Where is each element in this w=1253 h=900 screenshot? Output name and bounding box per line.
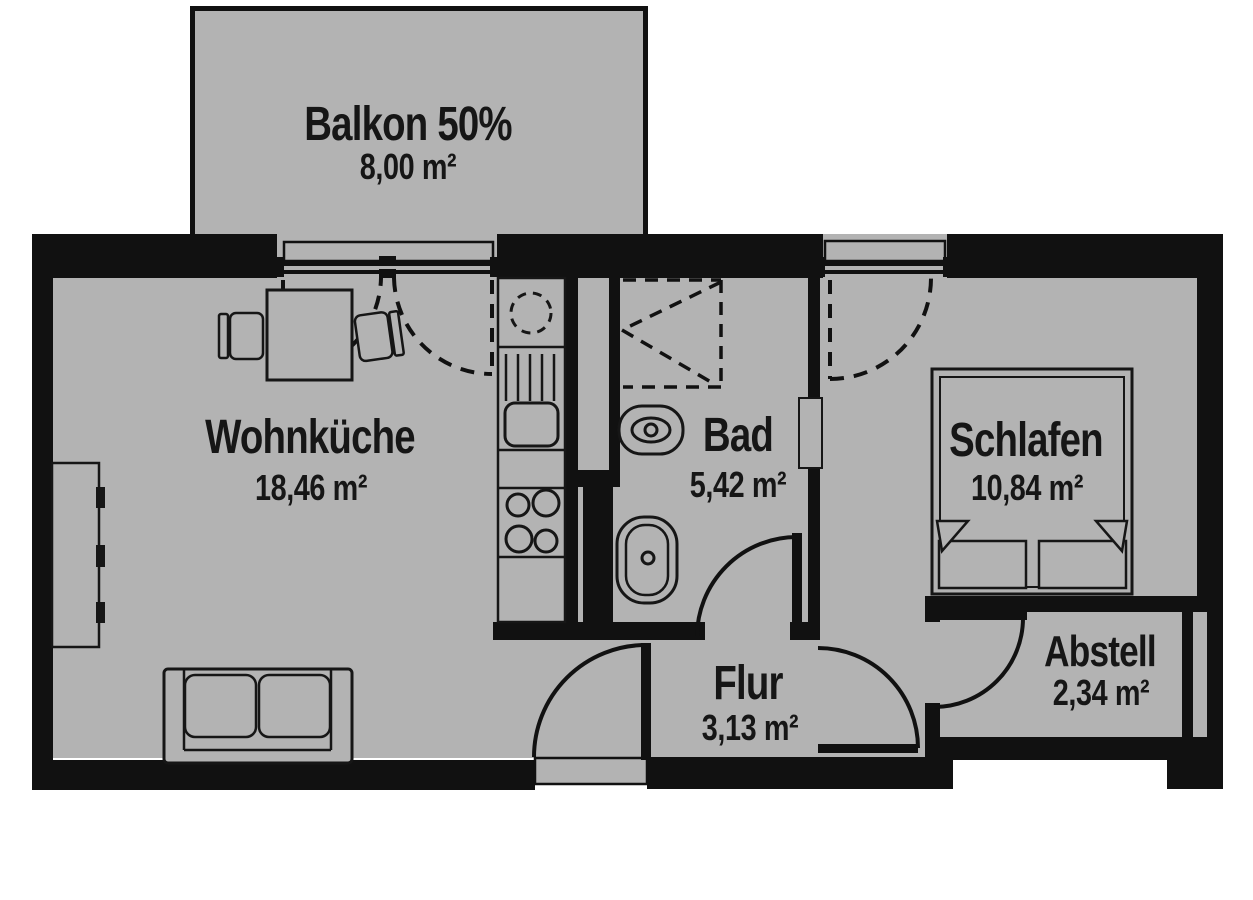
wall-bad-left-lower bbox=[583, 487, 613, 622]
sink-basin bbox=[503, 401, 560, 448]
sideboard-handle bbox=[96, 487, 105, 508]
sideboard-handle bbox=[96, 545, 105, 567]
schlafen-window-swing bbox=[829, 277, 933, 381]
window-mullion bbox=[379, 256, 396, 266]
bathtub-drain bbox=[640, 550, 656, 566]
cooktop bbox=[504, 488, 561, 554]
burner bbox=[533, 528, 559, 554]
burner bbox=[504, 524, 534, 554]
room-label-abstell: Abstell bbox=[1044, 627, 1157, 676]
wall-left bbox=[32, 234, 53, 790]
shower-dashed bbox=[621, 278, 723, 389]
sofa-cushion bbox=[257, 673, 332, 739]
burner bbox=[505, 492, 531, 518]
chair-left bbox=[217, 311, 265, 361]
abstell-duct-strip bbox=[1193, 612, 1207, 737]
room-area-abstell: 2,34 m² bbox=[1052, 672, 1150, 713]
room-area-wohnkueche: 18,46 m² bbox=[254, 467, 368, 508]
burner bbox=[531, 488, 561, 518]
toilet-bowl bbox=[630, 416, 672, 444]
wall-kitchen-right bbox=[565, 278, 578, 622]
sideboard-handle bbox=[96, 602, 105, 623]
double-bed bbox=[930, 367, 1134, 596]
abstell-door-leaf bbox=[933, 610, 1027, 620]
room-area-balkon: 8,00 m² bbox=[359, 146, 457, 187]
sofa bbox=[162, 667, 354, 765]
window-end-cap bbox=[818, 257, 825, 277]
chair-backrest bbox=[387, 310, 405, 357]
bed-pillow bbox=[937, 539, 1028, 590]
chair-right bbox=[353, 310, 405, 363]
toilet-outline bbox=[617, 404, 685, 456]
bad-door-swing bbox=[695, 535, 798, 638]
doors bbox=[532, 533, 1027, 786]
sideboard-outline bbox=[50, 461, 101, 649]
bad-door-leaf bbox=[792, 533, 802, 637]
dining-table bbox=[265, 288, 354, 382]
wall-top-middle bbox=[497, 234, 823, 278]
planned-appliance-dashed-circle bbox=[509, 291, 553, 335]
wall-bottom-left bbox=[32, 760, 535, 790]
wall-bottom-right-foot bbox=[1167, 760, 1223, 789]
entrance-door-leaf bbox=[641, 643, 651, 760]
wall-abstell-duct bbox=[1182, 612, 1193, 737]
sink-drainer bbox=[504, 354, 556, 401]
bed-mattress bbox=[939, 376, 1125, 588]
chair-backrest bbox=[217, 312, 230, 360]
wall-niche bbox=[798, 397, 823, 469]
entrance-threshold bbox=[533, 756, 649, 786]
balcony-french-window bbox=[277, 234, 497, 278]
window-end-cap bbox=[943, 257, 950, 277]
window-sill bbox=[823, 239, 947, 263]
abstell-door-swing bbox=[933, 617, 1025, 709]
window-line bbox=[818, 270, 950, 274]
wall-bottom-flur bbox=[647, 757, 953, 789]
wall-top-right bbox=[947, 234, 1223, 278]
wall-bad-south bbox=[493, 622, 705, 640]
blanket-fold bbox=[1093, 519, 1129, 554]
wall-shaft-bottom bbox=[565, 470, 620, 487]
bathtub-inner bbox=[624, 523, 670, 597]
bathtub-outline bbox=[615, 515, 679, 605]
shower-diagonal bbox=[621, 280, 722, 332]
wall-abstell-top bbox=[925, 596, 1197, 612]
toilet-drain bbox=[643, 422, 659, 438]
kitchen-counter bbox=[496, 276, 567, 624]
sofa-cushion bbox=[183, 673, 258, 739]
toilet bbox=[617, 404, 685, 456]
room-area-schlafen: 10,84 m² bbox=[970, 467, 1084, 508]
chair-seat bbox=[353, 311, 394, 363]
room-area-bad: 5,42 m² bbox=[689, 464, 787, 505]
balcony-door-right-swing bbox=[392, 277, 493, 376]
room-label-bad: Bad bbox=[702, 409, 774, 462]
room-label-schlafen: Schlafen bbox=[949, 414, 1103, 467]
chair-seat bbox=[228, 311, 265, 361]
room-label-wohnkueche: Wohnküche bbox=[205, 411, 416, 464]
bathtub bbox=[615, 515, 679, 605]
schlafen-door-swing bbox=[817, 646, 920, 749]
wall-bottom-abstell bbox=[925, 737, 1223, 760]
room-label-flur: Flur bbox=[713, 657, 783, 710]
balcony-outline bbox=[190, 6, 648, 239]
bed-pillow bbox=[1037, 539, 1128, 590]
shower-diagonal bbox=[621, 328, 717, 387]
window-line bbox=[818, 262, 950, 266]
entrance-door-swing bbox=[532, 643, 647, 758]
sideboard bbox=[50, 461, 105, 649]
room-label-balkon: Balkon 50% bbox=[304, 98, 512, 151]
blanket-fold bbox=[935, 519, 971, 554]
wall-abstell-left-lower bbox=[925, 703, 940, 737]
window-mullion bbox=[379, 269, 396, 278]
room-area-flur: 3,13 m² bbox=[701, 707, 799, 748]
walls bbox=[32, 234, 1223, 790]
schlafen-french-window bbox=[818, 234, 950, 278]
schlafen-door-leaf bbox=[818, 744, 918, 753]
wall-bad-left-upper bbox=[609, 278, 620, 470]
window-end-cap bbox=[490, 257, 497, 277]
window-end-cap bbox=[277, 257, 284, 277]
wall-top-left bbox=[32, 234, 277, 278]
